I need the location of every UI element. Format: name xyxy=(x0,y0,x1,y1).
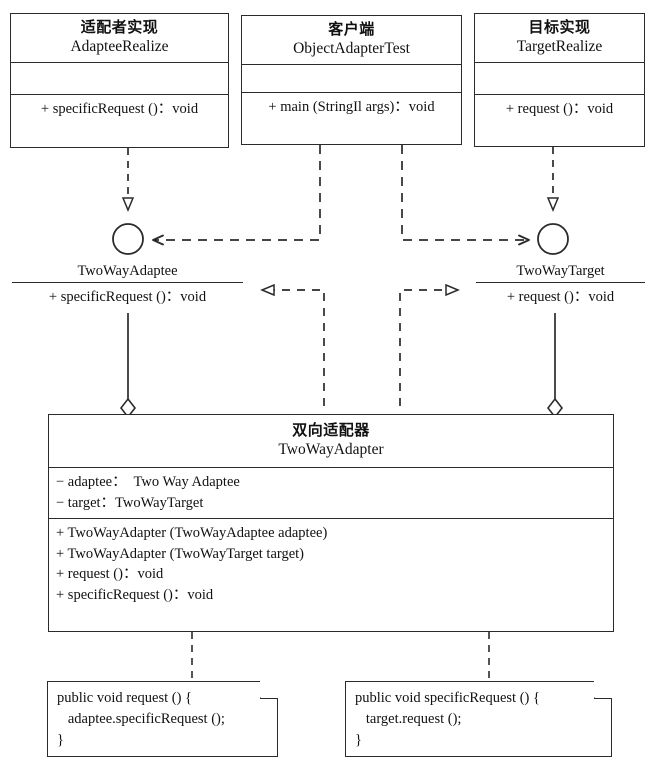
connector-client-to-target xyxy=(401,145,530,246)
class-name-cn: 双向适配器 xyxy=(292,421,370,439)
interface-divider xyxy=(12,281,243,283)
attribute-item: − target：TwoWayTarget xyxy=(56,494,204,511)
class-attributes-target-realize xyxy=(475,61,644,94)
note-specific-request[interactable]: public void specificRequest () { target.… xyxy=(345,680,612,757)
connector-adapter-realizes-target xyxy=(399,290,458,406)
note-fold-corner-icon xyxy=(594,680,612,699)
class-attributes-adaptee-realize xyxy=(11,61,228,94)
connector-targetrealize-realization xyxy=(537,147,569,255)
note-line: public void specificRequest () { xyxy=(355,690,540,706)
method-item: + main (StringIl args)：void xyxy=(268,98,435,115)
class-box-two-way-adapter[interactable]: 双向适配器 TwoWayAdapter − adaptee： Two Way A… xyxy=(48,414,614,632)
connector-aggregation-adaptee xyxy=(119,313,137,419)
class-methods-adaptee-realize: + specificRequest ()：void xyxy=(11,93,228,125)
interface-name-label: TwoWayTarget xyxy=(516,263,605,279)
class-name-en: AdapteeRealize xyxy=(70,37,169,55)
note-line: } xyxy=(355,732,362,749)
interface-name-label: TwoWayAdaptee xyxy=(77,263,178,279)
method-item: + TwoWayAdapter (TwoWayTarget target) xyxy=(56,545,305,562)
note-line: public void request () { xyxy=(57,690,193,706)
note-line: } xyxy=(57,732,64,749)
class-name-en: TargetRealize xyxy=(516,37,603,55)
connector-aggregation-target xyxy=(546,313,564,419)
interface-method-label: + specificRequest ()：void xyxy=(48,288,207,305)
note-line: target.request (); xyxy=(355,711,462,728)
attribute-item: − adaptee： Two Way Adaptee xyxy=(56,473,240,490)
class-title-client: 客户端 ObjectAdapterTest xyxy=(242,16,461,64)
interface-two-way-adaptee[interactable]: TwoWayAdaptee + specificRequest ()：void xyxy=(12,263,243,306)
class-name-en: TwoWayAdapter xyxy=(278,440,384,458)
method-item: + specificRequest ()：void xyxy=(56,586,214,603)
class-name-cn: 适配者实现 xyxy=(80,18,159,36)
class-name-en: ObjectAdapterTest xyxy=(293,39,410,57)
connector-adapteerealize-realization xyxy=(112,148,144,255)
connector-client-to-adaptee xyxy=(152,145,321,246)
class-box-adaptee-realize[interactable]: 适配者实现 AdapteeRealize + specificRequest (… xyxy=(10,13,229,148)
class-title-two-way-adapter: 双向适配器 TwoWayAdapter xyxy=(49,415,613,467)
note-request[interactable]: public void request () { adaptee.specifi… xyxy=(47,680,278,757)
class-attributes-two-way-adapter: − adaptee： Two Way Adaptee − target：TwoW… xyxy=(49,466,613,518)
interface-method-label: + request ()：void xyxy=(506,288,615,305)
class-box-target-realize[interactable]: 目标实现 TargetRealize + request ()：void xyxy=(474,13,645,147)
note-line: adaptee.specificRequest (); xyxy=(57,711,225,728)
class-methods-client: + main (StringIl args)：void xyxy=(242,91,461,123)
class-methods-two-way-adapter: + TwoWayAdapter (TwoWayAdaptee adaptee) … xyxy=(49,518,613,610)
connector-adapter-realizes-adaptee xyxy=(262,290,325,406)
method-item: + TwoWayAdapter (TwoWayAdaptee adaptee) xyxy=(56,525,328,542)
interface-two-way-target[interactable]: TwoWayTarget + request ()：void xyxy=(476,263,645,306)
method-item: + request ()：void xyxy=(505,100,614,117)
class-methods-target-realize: + request ()：void xyxy=(475,93,644,125)
class-title-target-realize: 目标实现 TargetRealize xyxy=(475,14,644,62)
note-fold-corner-icon xyxy=(260,680,278,699)
class-title-adaptee-realize: 适配者实现 AdapteeRealize xyxy=(11,14,228,62)
method-item: + specificRequest ()：void xyxy=(40,100,199,117)
class-attributes-client xyxy=(242,63,461,92)
class-box-client[interactable]: 客户端 ObjectAdapterTest + main (StringIl a… xyxy=(241,15,462,145)
method-item: + request ()：void xyxy=(56,566,164,583)
interface-divider xyxy=(476,281,645,283)
class-name-cn: 客户端 xyxy=(328,20,375,38)
class-name-cn: 目标实现 xyxy=(528,18,591,36)
